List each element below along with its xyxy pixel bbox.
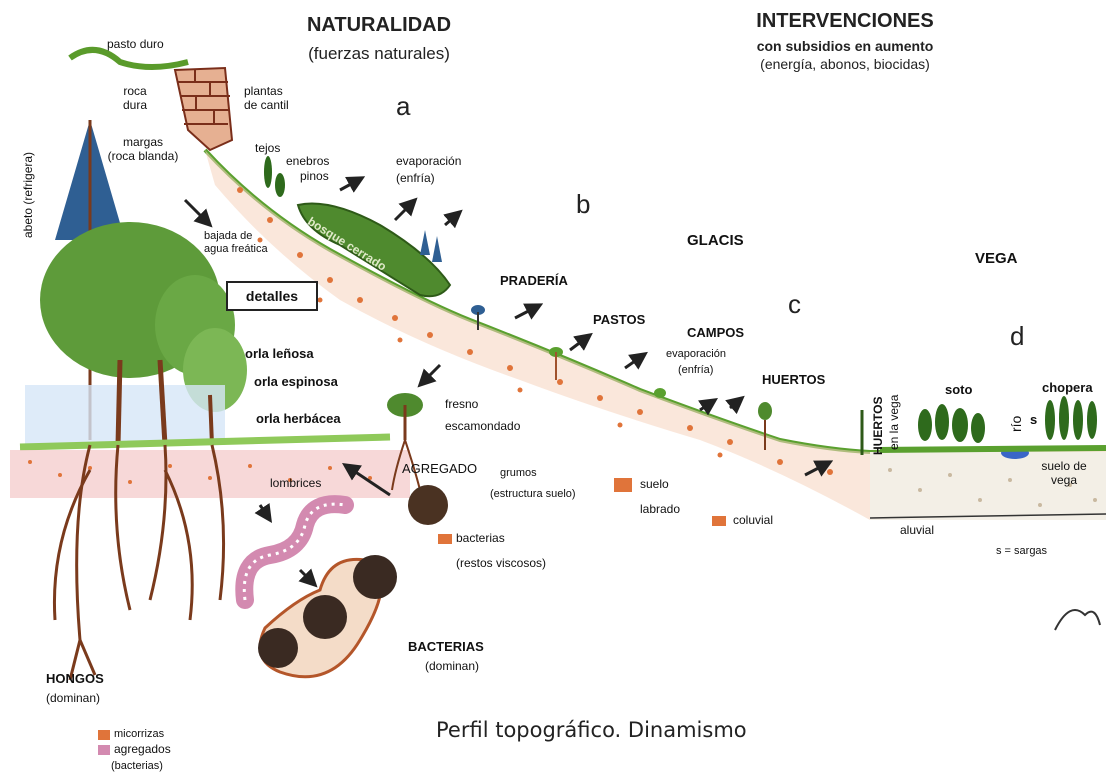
label-huertos: HUERTOS	[762, 373, 825, 388]
label-campos: CAMPOS	[687, 326, 744, 341]
label-s: s	[1030, 413, 1037, 428]
label-suelo: suelo	[640, 478, 669, 492]
label-bacterias-small: bacterias	[456, 532, 505, 546]
label-grumos: grumos	[500, 467, 537, 480]
label-escamondado: escamondado	[445, 420, 520, 434]
zone-letter-b: b	[576, 190, 590, 220]
label-bacterias-legend: (bacterias)	[111, 760, 163, 773]
left-subtitle: (fuerzas naturales)	[284, 44, 474, 64]
label-lombrices: lombrices	[270, 477, 321, 491]
right-note: (energía, abonos, biocidas)	[720, 56, 970, 72]
soil-icons	[98, 478, 726, 755]
label-suelo-vega: suelo de vega	[1034, 460, 1094, 488]
label-enebros: enebros	[286, 155, 329, 169]
scribble-mark	[1055, 610, 1100, 630]
vega-grass	[880, 448, 1106, 450]
zone-vega: VEGA	[975, 250, 1018, 267]
label-dominan-b: (dominan)	[425, 660, 479, 674]
label-rio: río	[1008, 416, 1024, 432]
label-huertos-vega: HUERTOS	[872, 397, 886, 455]
zone-letter-a: a	[396, 92, 410, 122]
label-en-la-vega: en la vega	[888, 395, 902, 450]
label-margas: margas (roca blanda)	[88, 136, 198, 164]
label-agregados: agregados	[114, 743, 171, 757]
label-pinos: pinos	[300, 170, 329, 184]
label-estructura: (estructura suelo)	[490, 488, 576, 501]
left-title: NATURALIDAD	[284, 14, 474, 37]
label-tejos: tejos	[255, 142, 280, 156]
label-roca-dura: roca dura	[110, 85, 160, 113]
zone-letter-d: d	[1010, 322, 1024, 352]
label-aluvial: aluvial	[900, 524, 934, 538]
label-bacterias-big: BACTERIAS	[408, 640, 484, 655]
label-abeto: abeto (refrigera)	[22, 152, 36, 238]
right-subtitle: con subsidios en aumento	[720, 38, 970, 54]
zone-glacis: GLACIS	[687, 232, 744, 249]
right-title: INTERVENCIONES	[720, 10, 970, 33]
zone-letter-c: c	[788, 290, 801, 320]
label-chopera: chopera	[1042, 381, 1093, 396]
label-enfria-1: (enfría)	[396, 172, 435, 186]
label-agregado: AGREGADO	[402, 462, 477, 477]
label-evaporacion-2: evaporación	[666, 348, 726, 361]
forest-topsoil	[10, 450, 410, 498]
label-labrado: labrado	[640, 503, 680, 517]
label-enfria-2: (enfría)	[678, 364, 713, 377]
label-orla-espinosa: orla espinosa	[254, 375, 338, 390]
label-pasto-duro: pasto duro	[107, 38, 164, 52]
label-soto: soto	[945, 383, 972, 398]
label-praderia: PRADERÍA	[500, 274, 568, 289]
label-fresno: fresno	[445, 398, 478, 412]
label-coluvial: coluvial	[733, 514, 773, 528]
label-orla-herbacea: orla herbácea	[256, 412, 341, 427]
label-evaporacion-1: evaporación	[396, 155, 461, 169]
label-hongos: HONGOS	[46, 672, 104, 687]
hard-grass-line	[70, 50, 188, 67]
label-bajada: bajada de agua freática	[204, 230, 268, 255]
detalles-button[interactable]: detalles	[226, 281, 318, 311]
label-micorrizas: micorrizas	[114, 728, 164, 741]
label-sargas: s = sargas	[996, 545, 1047, 558]
label-restos: (restos viscosos)	[456, 557, 546, 571]
label-dominan-h: (dominan)	[46, 692, 100, 706]
label-orla-lenosa: orla leñosa	[245, 347, 314, 362]
diagram-caption: Perfil topográfico. Dinamismo	[436, 718, 747, 742]
label-pastos: PASTOS	[593, 313, 645, 328]
label-plantas-cantil: plantas de cantil	[244, 85, 289, 113]
